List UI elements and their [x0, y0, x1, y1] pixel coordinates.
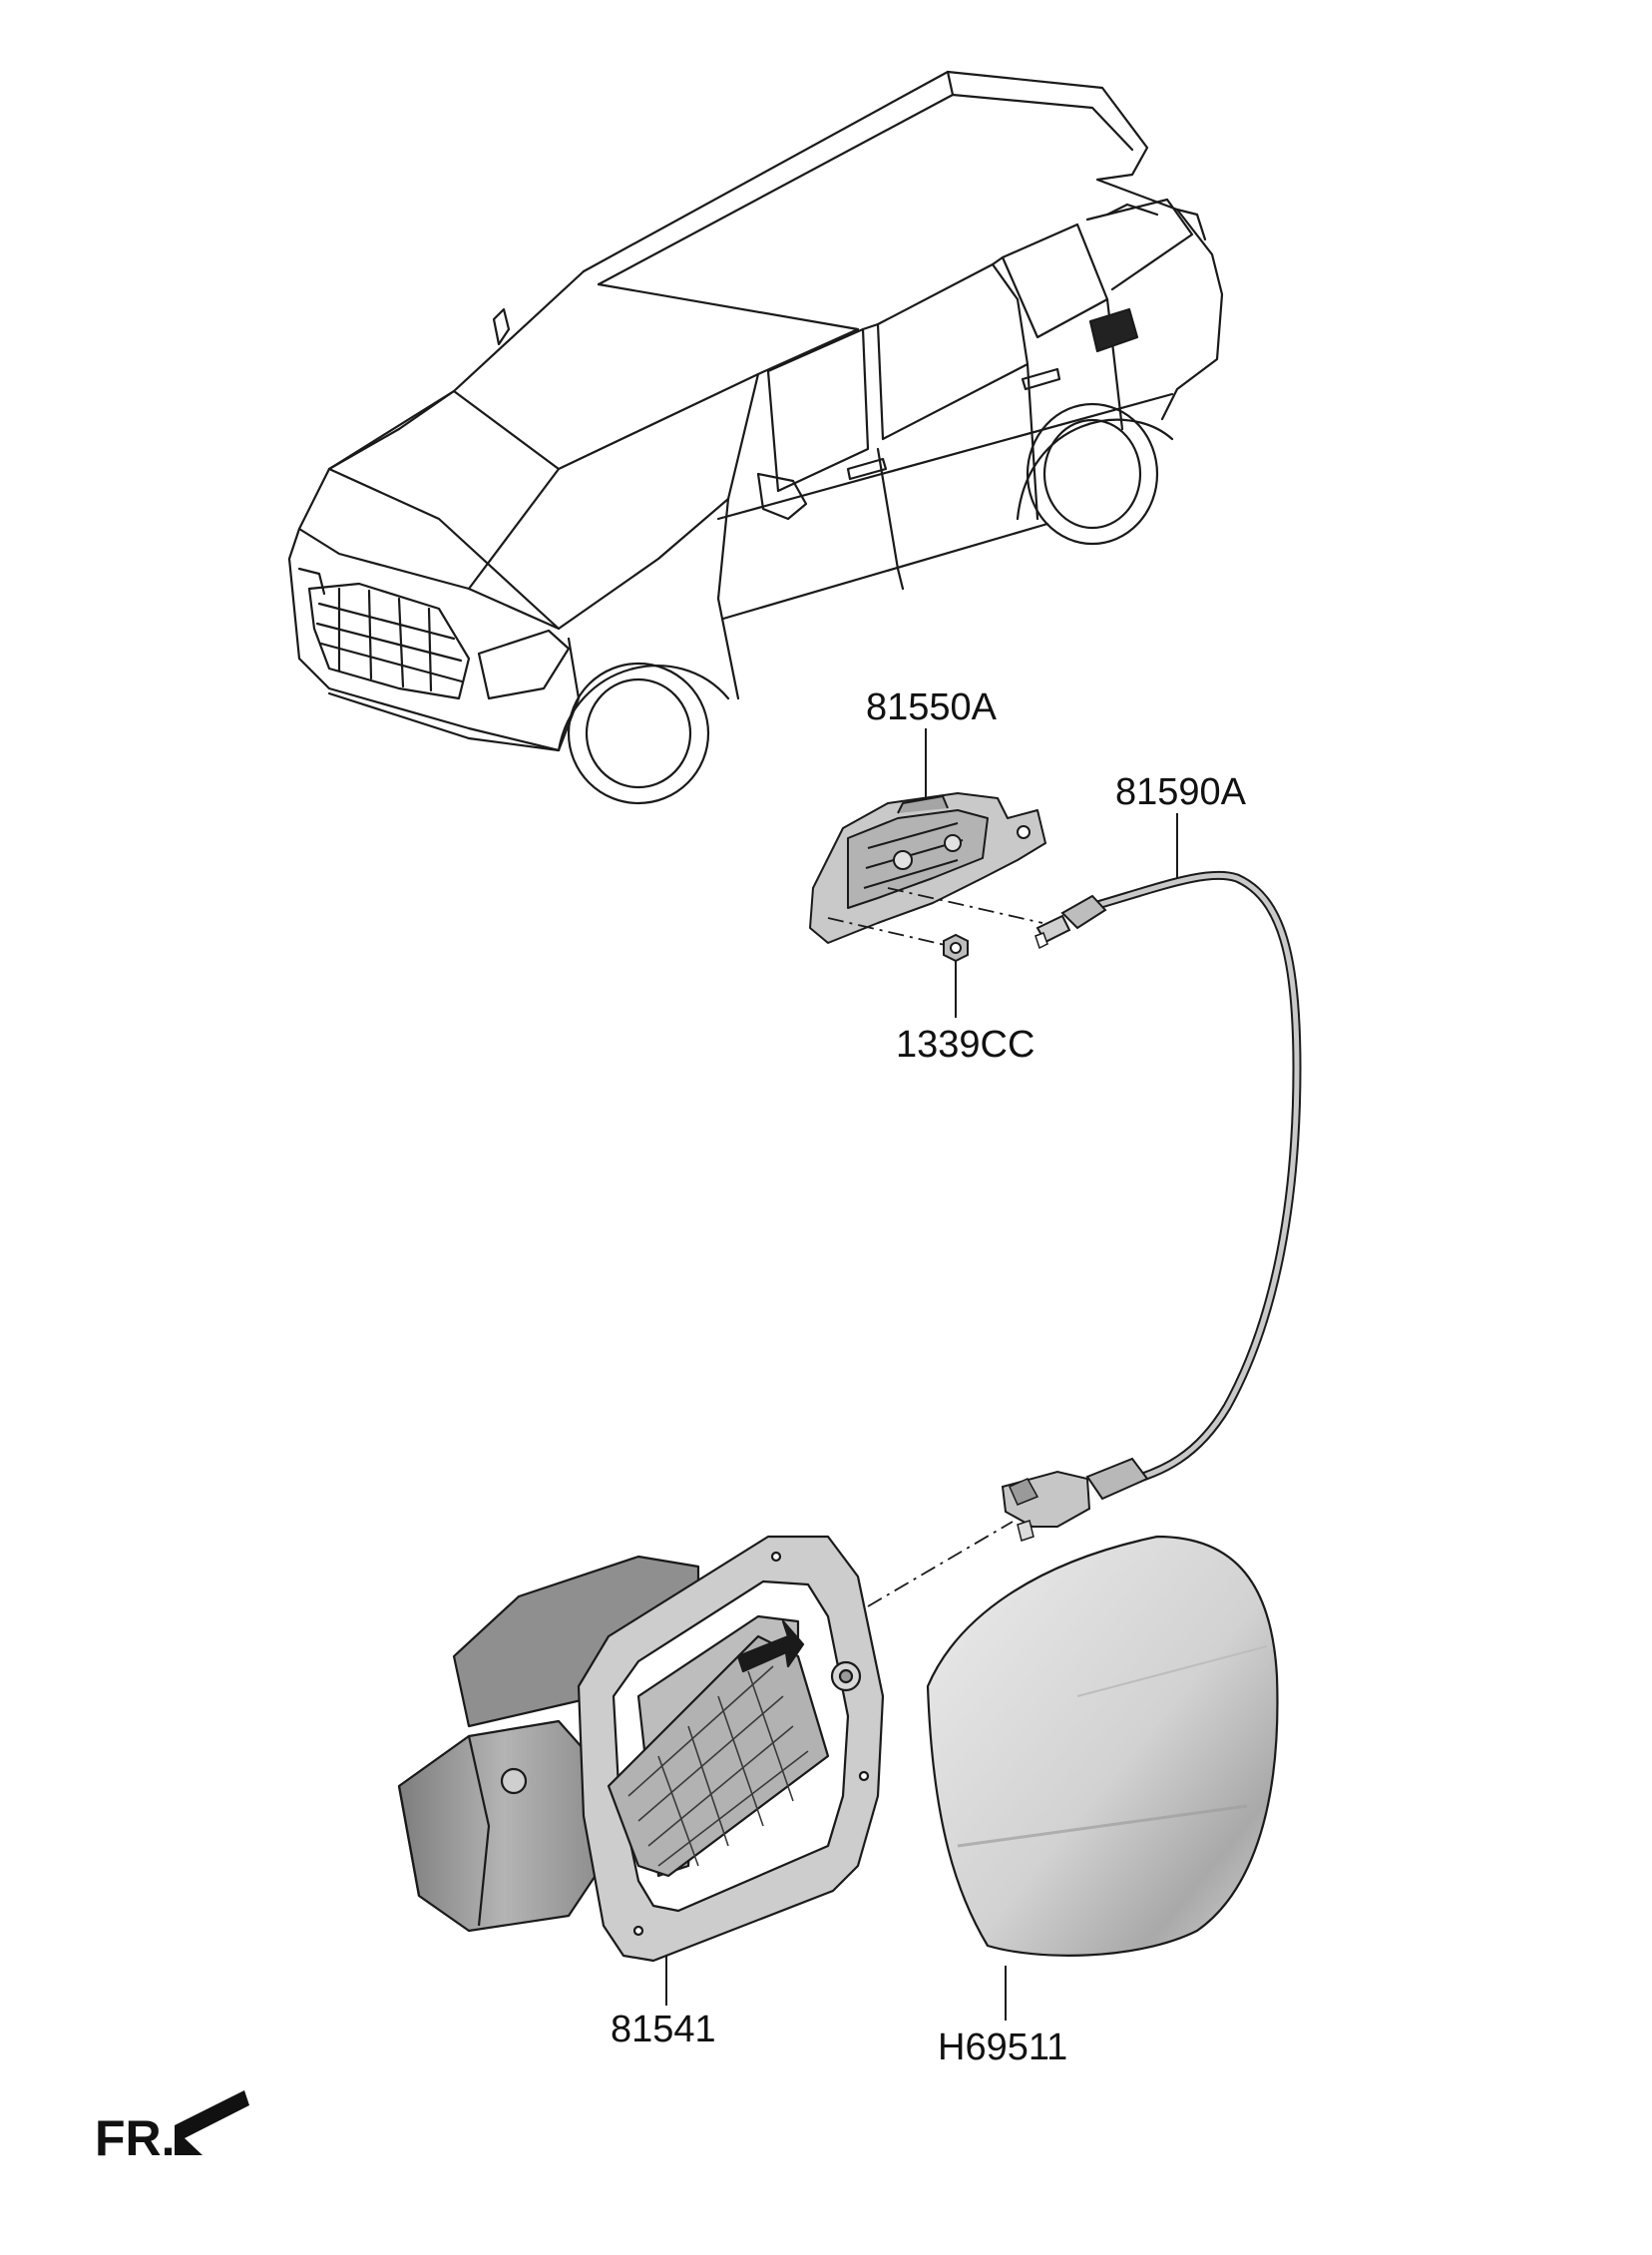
- part-label-h69511: H69511: [938, 2027, 1068, 2068]
- assembly-lines: [827, 887, 1043, 1607]
- vehicle-illustration: [287, 70, 1224, 805]
- cable-part: [1001, 870, 1302, 1542]
- nut-part: [943, 933, 969, 963]
- part-label-1339cc: 1339CC: [896, 1024, 1035, 1066]
- part-label-81590a: 81590A: [1115, 771, 1247, 813]
- part-label-81541: 81541: [611, 2009, 716, 2050]
- front-direction-label: FR.: [95, 2110, 176, 2166]
- front-direction-arrow-icon: [175, 2090, 249, 2155]
- filler-housing-part: [397, 1535, 885, 1963]
- fuel-door-part: [926, 1535, 1279, 1957]
- actuator-part: [809, 792, 1046, 944]
- leader-lines: [665, 728, 1178, 2021]
- part-label-81550a: 81550A: [866, 686, 998, 728]
